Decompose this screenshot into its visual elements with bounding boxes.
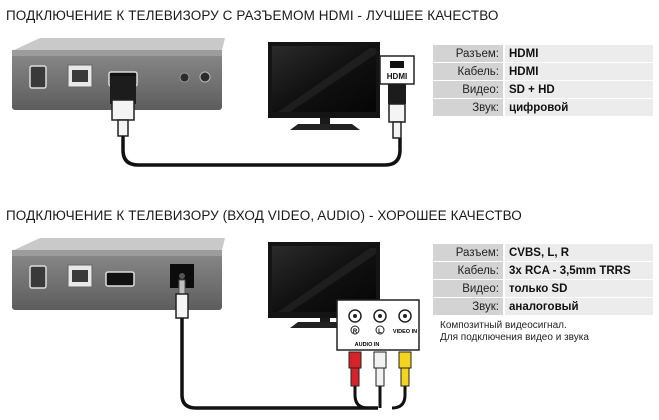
set-top-box-2	[12, 238, 225, 310]
spec-row: Звук: цифровой	[433, 98, 653, 117]
note-line: Для подключения видео и звука	[440, 332, 589, 343]
section1-title: ПОДКЛЮЧЕНИЕ К ТЕЛЕВИЗОРУ С РАЗЪЕМОМ HDMI…	[6, 8, 499, 23]
spec-key: Разъем:	[433, 244, 504, 262]
tv-hdmi-label: HDMI	[387, 72, 407, 81]
spec-value: 3x RCA - 3,5mm TRRS	[503, 261, 653, 280]
spec-row: Кабель: 3x RCA - 3,5mm TRRS	[433, 261, 653, 280]
port-video-label: VIDEO IN	[393, 329, 417, 335]
rca-plug-white	[373, 351, 387, 387]
port-l-label: L	[378, 329, 382, 335]
usb-port-icon	[29, 65, 47, 89]
spec-value: HDMI	[503, 62, 653, 81]
hdmi-plug-tv	[388, 84, 406, 139]
trrs-plug	[175, 279, 189, 319]
tv-av-input-panel: R L VIDEO IN AUDIO IN	[336, 299, 420, 351]
spec-key: Видео:	[433, 279, 504, 298]
port-audio-label: AUDIO IN	[355, 342, 380, 348]
spec-value: CVBS, L, R	[503, 244, 653, 262]
spec-key: Кабель:	[433, 62, 504, 81]
spec-row: Кабель: HDMI	[433, 62, 653, 81]
port-r-label: R	[353, 329, 358, 335]
spec-key: Разъем:	[433, 45, 504, 63]
spec-row: Звук: аналоговый	[433, 297, 653, 316]
note-line: Композитный видеосигнал.	[440, 320, 567, 331]
spec-value: SD + HD	[503, 80, 653, 99]
tv-1	[268, 42, 380, 130]
av-cable	[180, 318, 378, 410]
hdmi-plug-box	[110, 76, 136, 137]
spec-value: только SD	[503, 279, 653, 298]
spec-value: цифровой	[503, 98, 653, 117]
spec-table-hdmi: Разъем: HDMI Кабель: HDMI Видео: SD + HD…	[433, 45, 653, 117]
av-note: Композитный видеосигнал. Для подключения…	[440, 320, 589, 344]
spec-row: Видео: SD + HD	[433, 80, 653, 99]
spec-key: Кабель:	[433, 261, 504, 280]
spec-row: Видео: только SD	[433, 279, 653, 298]
hdmi-port-icon	[105, 271, 135, 287]
spec-value: HDMI	[503, 45, 653, 63]
section2-title: ПОДКЛЮЧЕНИЕ К ТЕЛЕВИЗОРУ (ВХОД VIDEO, AU…	[6, 208, 522, 223]
spec-row: Разъем: CVBS, L, R	[433, 244, 653, 262]
spec-key: Видео:	[433, 80, 504, 99]
spec-key: Звук:	[433, 297, 504, 316]
usb-port-icon	[29, 265, 47, 289]
rca-plug-red	[348, 351, 362, 387]
tv-hdmi-port: HDMI	[379, 55, 415, 85]
spec-value: аналоговый	[503, 297, 653, 316]
spec-table-av: Разъем: CVBS, L, R Кабель: 3x RCA - 3,5m…	[433, 244, 653, 316]
spec-row: Разъем: HDMI	[433, 45, 653, 63]
spec-key: Звук:	[433, 98, 504, 117]
rca-plug-yellow	[398, 351, 412, 387]
hdmi-cable	[121, 136, 402, 167]
